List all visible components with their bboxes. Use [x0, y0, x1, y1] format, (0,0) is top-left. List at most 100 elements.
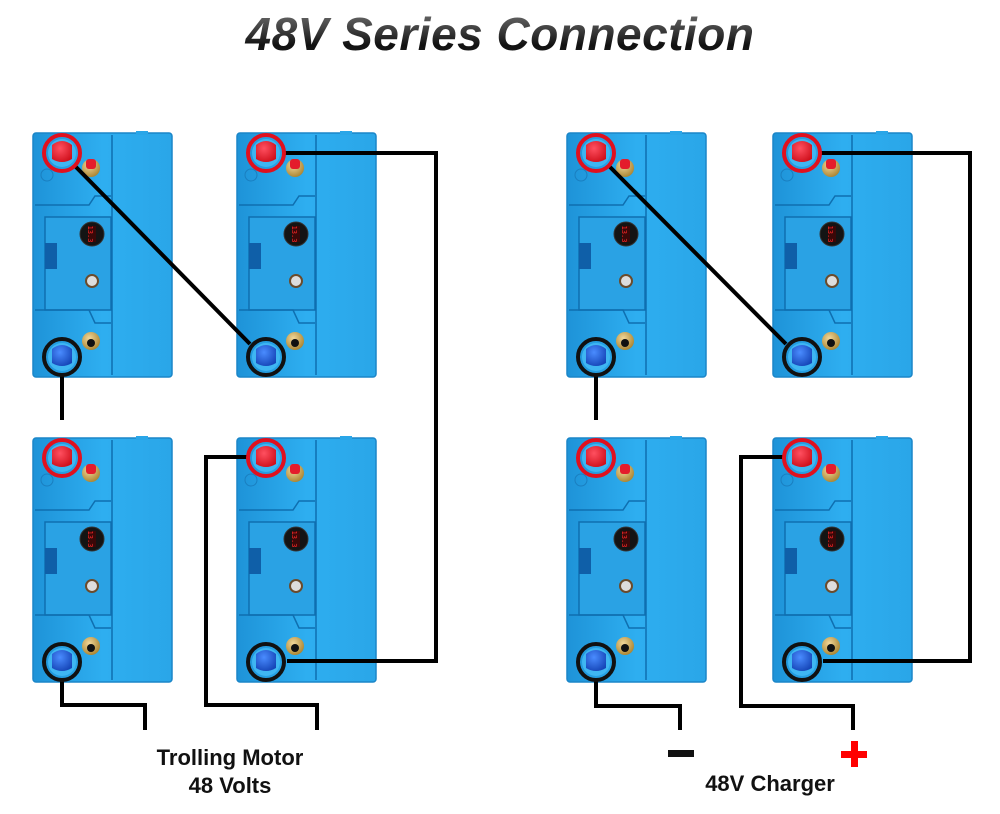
- positive-stud-cap: [290, 159, 300, 169]
- negative-terminal-ring: [42, 337, 82, 377]
- plus-marking-icon: [244, 168, 258, 182]
- bottom-compartment-edge: [35, 614, 111, 629]
- top-compartment-edge: [35, 500, 111, 511]
- wire: [594, 680, 682, 730]
- battery-tab: [136, 436, 148, 440]
- battery-tab: [340, 436, 352, 440]
- voltmeter-reading: 13.3: [620, 226, 628, 243]
- voltmeter-display: [622, 226, 630, 242]
- positive-terminal-ring: [782, 438, 822, 478]
- negative-terminal-cap-icon: [792, 345, 812, 366]
- battery: 13.3: [566, 436, 707, 683]
- voltmeter-display: [828, 226, 836, 242]
- handle-slot: [45, 243, 57, 269]
- bottom-compartment-edge: [239, 614, 315, 629]
- positive-terminal-ring: [42, 438, 82, 478]
- positive-stud-cap: [86, 464, 96, 474]
- negative-terminal-ring: [576, 337, 616, 377]
- plus-marking-icon: [780, 473, 794, 487]
- wire: [607, 164, 788, 346]
- bottom-compartment-edge: [569, 614, 645, 629]
- negative-stud-bolt: [87, 644, 95, 652]
- voltmeter-reading: 13.3: [86, 531, 94, 548]
- voltmeter-reading: 13.3: [290, 531, 298, 548]
- plus-marking-icon: [780, 168, 794, 182]
- handle-slot: [249, 243, 261, 269]
- indicator-light-icon: [85, 274, 99, 288]
- indicator-light-icon: [289, 274, 303, 288]
- top-compartment-edge: [775, 500, 851, 511]
- negative-terminal-cap-icon: [256, 345, 276, 366]
- positive-terminal-cap-icon: [586, 446, 606, 467]
- negative-terminal-cap-icon: [586, 345, 606, 366]
- voltmeter-reading: 13.3: [86, 226, 94, 243]
- top-compartment-edge: [775, 195, 851, 206]
- positive-stud-cap: [620, 159, 630, 169]
- voltmeter-display: [292, 531, 300, 547]
- positive-terminal-ring: [576, 133, 616, 173]
- handle-slot: [45, 548, 57, 574]
- negative-terminal-ring: [42, 642, 82, 682]
- bottom-compartment-edge: [239, 309, 315, 324]
- negative-terminal-cap-icon: [52, 650, 72, 671]
- wire: [60, 680, 147, 730]
- negative-stud-bolt: [621, 339, 629, 347]
- trolling-motor-label-line1: Trolling Motor: [156, 745, 304, 770]
- battery-tab: [340, 131, 352, 135]
- indicator-light-icon: [825, 274, 839, 288]
- negative-terminal-ring: [782, 642, 822, 682]
- battery-tab: [876, 131, 888, 135]
- negative-terminal-cap-icon: [52, 345, 72, 366]
- wire: [739, 455, 855, 730]
- indicator-light-icon: [85, 579, 99, 593]
- indicator-light-icon: [619, 579, 633, 593]
- positive-terminal-cap-icon: [52, 141, 72, 162]
- positive-terminal-cap-icon: [792, 446, 812, 467]
- voltmeter-display: [292, 226, 300, 242]
- positive-terminal-cap-icon: [52, 446, 72, 467]
- negative-terminal-ring: [246, 337, 286, 377]
- negative-stud-bolt: [87, 339, 95, 347]
- wires-layer: [60, 151, 972, 730]
- negative-stud-bolt: [827, 644, 835, 652]
- plus-marking-icon: [40, 168, 54, 182]
- charger-label: 48V Charger: [705, 771, 835, 796]
- battery: 13.3: [236, 436, 377, 683]
- battery: 13.3: [32, 436, 173, 683]
- handle-slot: [785, 243, 797, 269]
- positive-terminal-cap-icon: [792, 141, 812, 162]
- bottom-compartment-edge: [35, 309, 111, 324]
- battery-tab: [670, 131, 682, 135]
- indicator-light-icon: [289, 579, 303, 593]
- bottom-compartment-edge: [775, 309, 851, 324]
- positive-terminal-ring: [246, 133, 286, 173]
- handle-slot: [579, 548, 591, 574]
- positive-stud-cap: [826, 159, 836, 169]
- wire: [283, 151, 438, 663]
- negative-terminal-cap-icon: [256, 650, 276, 671]
- plus-marking-icon: [574, 168, 588, 182]
- negative-stud-bolt: [621, 644, 629, 652]
- negative-stud-bolt: [291, 339, 299, 347]
- battery: 13.3: [236, 131, 377, 378]
- positive-terminal-ring: [576, 438, 616, 478]
- voltmeter-display: [622, 531, 630, 547]
- positive-terminal-cap-icon: [256, 141, 276, 162]
- terminal-rings-layer: [42, 133, 822, 682]
- negative-stud-bolt: [827, 339, 835, 347]
- voltmeter-reading: 13.3: [290, 226, 298, 243]
- plus-marking-icon: [244, 473, 258, 487]
- wire: [204, 455, 319, 730]
- voltmeter-reading: 13.3: [620, 531, 628, 548]
- plus-marking-icon: [40, 473, 54, 487]
- handle-slot: [785, 548, 797, 574]
- battery-tab: [670, 436, 682, 440]
- negative-terminal-cap-icon: [792, 650, 812, 671]
- positive-sign-icon: [841, 741, 867, 767]
- voltmeter-display: [828, 531, 836, 547]
- plus-marking-icon: [574, 473, 588, 487]
- handle-slot: [579, 243, 591, 269]
- negative-stud-bolt: [291, 644, 299, 652]
- positive-terminal-cap-icon: [586, 141, 606, 162]
